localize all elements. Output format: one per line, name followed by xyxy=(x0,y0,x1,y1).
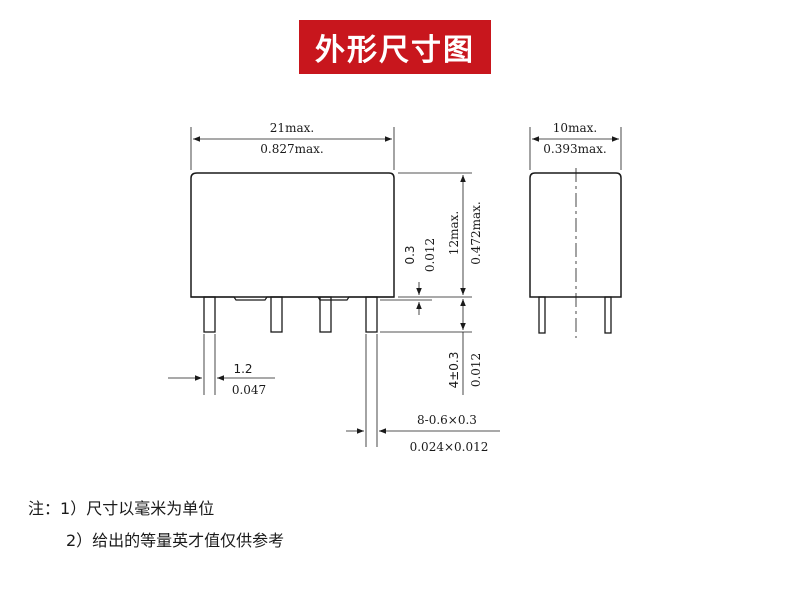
pin-section-in: 0.024×0.012 xyxy=(410,440,489,454)
title-banner: 外形尺寸图 xyxy=(299,20,491,74)
pin-width-mm: 1.2 xyxy=(233,362,252,376)
note-units: 1）尺寸以毫米为单位 xyxy=(60,499,215,518)
notes: 注：1）尺寸以毫米为单位 2）给出的等量英才值仅供参考 xyxy=(28,493,284,557)
note-line-2: 2）给出的等量英才值仅供参考 xyxy=(28,525,284,557)
page-title: 外形尺寸图 xyxy=(315,33,475,68)
side-width-in: 0.393max. xyxy=(543,142,606,156)
pin-length-in: 0.012 xyxy=(469,353,483,387)
side-body-outline xyxy=(529,172,622,298)
side-view xyxy=(529,168,622,338)
side-width-mm: 10max. xyxy=(553,121,597,135)
front-body-outline xyxy=(190,172,395,298)
standoff-in: 0.012 xyxy=(423,238,437,272)
pin-4 xyxy=(365,296,378,333)
front-width-mm: 21max. xyxy=(270,121,314,135)
pin-length-mm: 4±0.3 xyxy=(447,352,461,389)
dim-standoff xyxy=(380,282,432,315)
pin-1 xyxy=(203,296,216,333)
side-pin-left xyxy=(538,296,546,334)
front-width-in: 0.827max. xyxy=(260,142,323,156)
dim-pin-width xyxy=(168,334,275,395)
dim-pin-length xyxy=(380,299,472,395)
note-line-1: 注：1）尺寸以毫米为单位 xyxy=(28,493,284,525)
pin-3 xyxy=(319,296,332,333)
standoff-mm: 0.3 xyxy=(403,245,417,264)
dim-side-width xyxy=(529,127,622,170)
front-height-mm: 12max. xyxy=(447,211,461,255)
note-reference: 2）给出的等量英才值仅供参考 xyxy=(66,531,285,550)
pin-section-mm: 8-0.6×0.3 xyxy=(417,413,477,427)
pin-width-in: 0.047 xyxy=(232,383,266,397)
dim-front-width xyxy=(190,127,395,170)
front-base-profile xyxy=(191,296,394,301)
front-view xyxy=(190,172,395,333)
pin-2 xyxy=(270,296,283,333)
front-height-in: 0.472max. xyxy=(469,201,483,264)
dim-pin-section xyxy=(346,334,500,447)
side-pin-right xyxy=(604,296,612,334)
note-prefix: 注： xyxy=(28,499,61,518)
dim-front-height xyxy=(398,172,472,298)
